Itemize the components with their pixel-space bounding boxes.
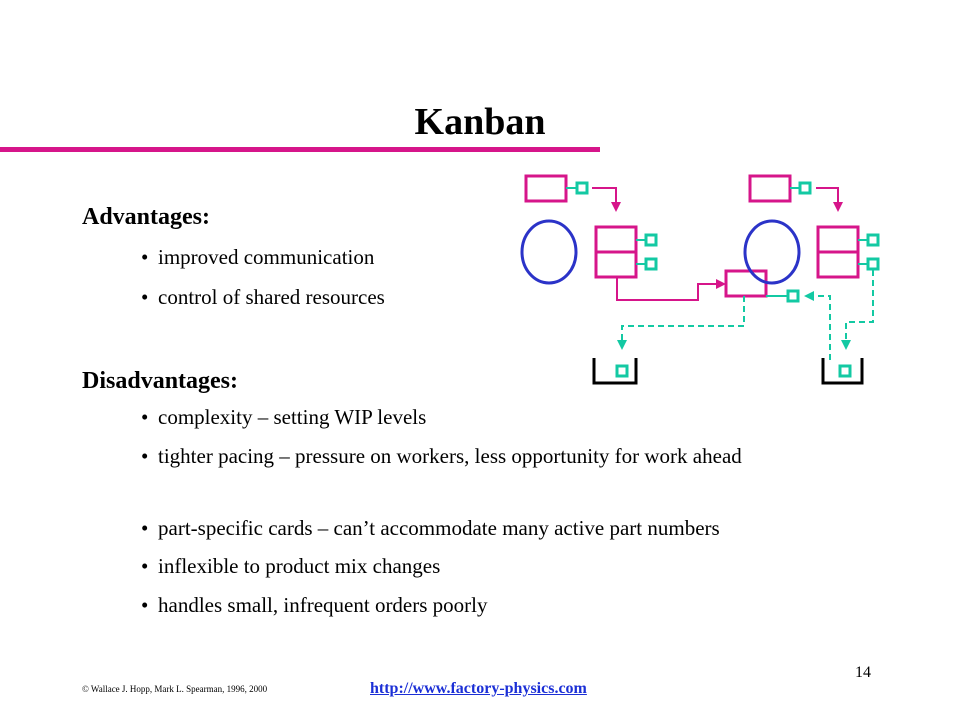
machine-left — [520, 219, 578, 285]
advantage-text: control of shared resources — [158, 285, 385, 309]
copyright-notice: © Wallace J. Hopp, Mark L. Spearman, 199… — [82, 684, 268, 694]
bullet-dot: • — [141, 554, 149, 578]
disadvantage-item: • inflexible to product mix changes — [141, 553, 901, 580]
disadvantage-item: • handles small, infrequent orders poorl… — [141, 592, 901, 619]
advantage-item: • improved communication — [141, 244, 901, 271]
machine-right — [743, 219, 801, 285]
magenta-boxes — [524, 174, 860, 298]
shared-card-post — [724, 269, 768, 298]
bullet-dot: • — [141, 285, 149, 309]
disadvantage-text: inflexible to product mix changes — [158, 554, 441, 578]
advantage-text: improved communication — [158, 245, 375, 269]
disadvantages-heading: Disadvantages: — [82, 368, 239, 394]
bullet-dot: • — [141, 444, 149, 468]
disadvantage-item: • complexity – setting WIP levels — [141, 404, 901, 431]
website-link[interactable]: http://www.factory-physics.com — [370, 680, 587, 697]
bullet-dot: • — [141, 245, 149, 269]
disadvantage-item: • part-specific cards – can’t accommodat… — [141, 515, 901, 542]
bullet-dot: • — [141, 516, 149, 540]
disadvantage-item: • tighter pacing – pressure on workers, … — [141, 443, 901, 470]
bullet-dot: • — [141, 593, 149, 617]
disadvantage-text: handles small, infrequent orders poorly — [158, 593, 488, 617]
advantages-heading: Advantages: — [82, 204, 211, 230]
advantage-item: • control of shared resources — [141, 284, 901, 311]
page-number: 14 — [855, 664, 871, 681]
kanban-bins — [592, 358, 864, 385]
card-post-right — [748, 174, 792, 203]
slide-title: Kanban — [414, 101, 546, 143]
disadvantage-text: complexity – setting WIP levels — [158, 405, 427, 429]
kanban-cards — [575, 181, 880, 378]
card-stubs — [566, 187, 868, 297]
disadvantage-text: part-specific cards – can’t accommodate … — [158, 516, 720, 540]
disadvantage-text: tighter pacing – pressure on workers, le… — [158, 444, 742, 468]
bullet-dot: • — [141, 405, 149, 429]
magenta-flows — [592, 187, 843, 301]
machines — [520, 219, 801, 285]
kanban-return-flows — [617, 270, 874, 360]
card-post-left — [524, 174, 568, 203]
title-rule — [0, 147, 600, 152]
